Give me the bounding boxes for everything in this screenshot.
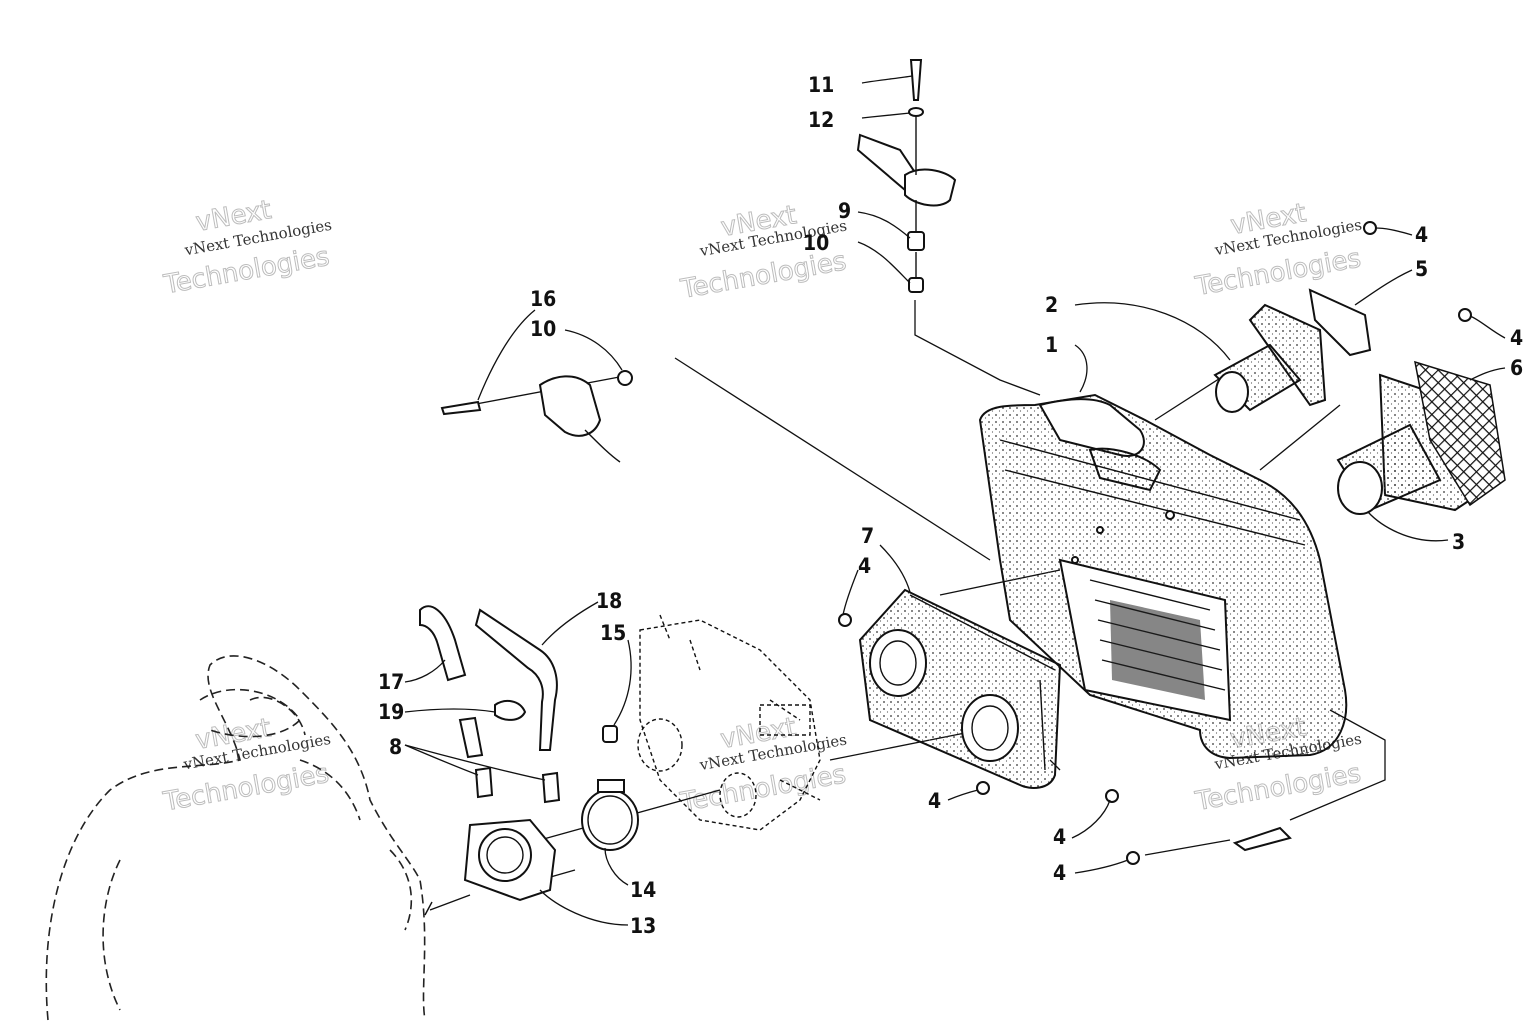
callout-17: 17	[378, 670, 404, 694]
carburetor	[637, 614, 821, 831]
callout-4-box-bottom: 4	[1053, 825, 1066, 849]
callout-4-adapter-top: 4	[858, 554, 871, 578]
callout-14: 14	[630, 878, 656, 902]
callout-11: 11	[808, 73, 834, 97]
intake-tube-upper	[1213, 288, 1372, 413]
intake-adapter	[858, 588, 1062, 789]
watermark-top-left: vNext vNext Technologies Technologies	[161, 195, 334, 301]
watermark-bottom-left: vNext vNext Technologies Technologies	[160, 713, 332, 818]
watermark-bottom-center: vNext vNext Technologies Technologies	[677, 712, 849, 819]
callout-19: 19	[378, 700, 404, 724]
flange	[424, 818, 557, 916]
callout-6: 6	[1510, 356, 1523, 380]
engine-outline	[45, 655, 426, 1021]
callout-1: 1	[1045, 333, 1058, 357]
hoses	[419, 605, 618, 804]
callout-8: 8	[389, 735, 402, 759]
callout-13: 13	[630, 914, 656, 938]
callout-16: 16	[530, 287, 556, 311]
callout-4-adapter-bottom: 4	[928, 789, 941, 813]
callout-18: 18	[596, 589, 622, 613]
intake-tube-lower	[1336, 360, 1506, 515]
callout-10-top: 10	[803, 231, 829, 255]
callout-10-left: 10	[530, 317, 556, 341]
screws	[838, 221, 1472, 865]
callout-leaders	[404, 75, 1506, 926]
callout-4-right: 4	[1510, 326, 1523, 350]
callout-5: 5	[1415, 257, 1428, 281]
callout-12: 12	[808, 108, 834, 132]
clamp	[581, 779, 639, 851]
callout-4-bolt: 4	[1053, 861, 1066, 885]
sensor-holder	[856, 59, 957, 293]
callout-7: 7	[861, 524, 874, 548]
callout-15: 15	[600, 621, 626, 645]
callout-labels: 11 12 9 10 16 10 2 1 4 5 4 6 3 7 4 18 15…	[378, 73, 1523, 938]
air-silencer-box	[978, 393, 1348, 760]
sensor-bracket	[440, 370, 633, 463]
callout-3: 3	[1452, 530, 1465, 554]
callout-9: 9	[838, 199, 851, 223]
watermark-top-right: vNext vNext Technologies Technologies	[1192, 198, 1364, 303]
callout-2: 2	[1045, 293, 1058, 317]
callout-4-top-right: 4	[1415, 223, 1428, 247]
